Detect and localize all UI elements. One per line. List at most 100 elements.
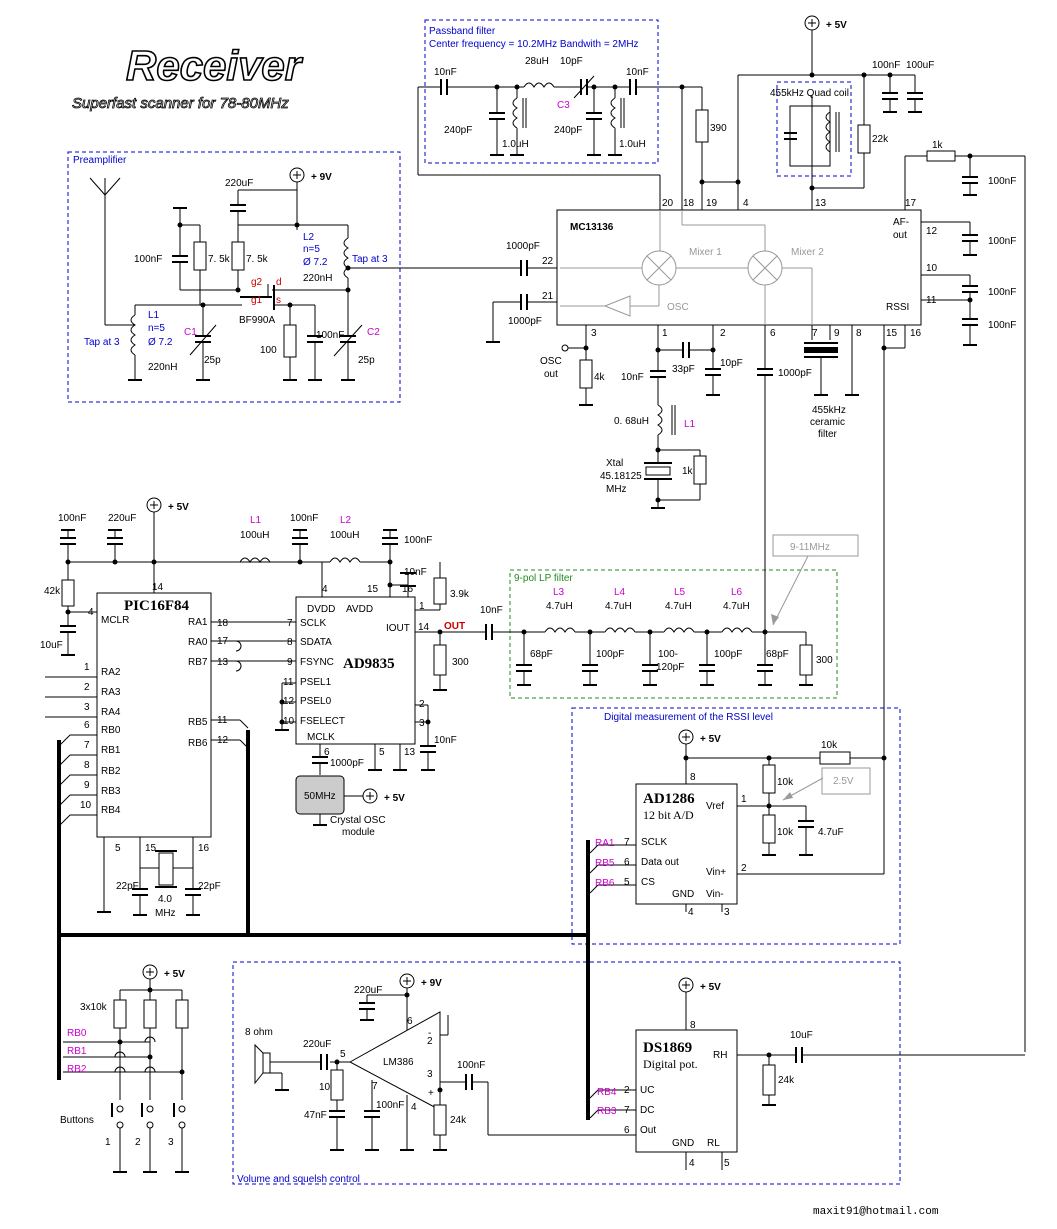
rssi-label: Digital measurement of the RSSI level — [604, 712, 773, 723]
label-dia-l2: Ø 7.2 — [303, 257, 328, 268]
svg-text:RB5: RB5 — [188, 717, 208, 728]
svg-text:3: 3 — [427, 1069, 433, 1080]
svg-text:4: 4 — [688, 907, 694, 918]
svg-text:RA0: RA0 — [188, 637, 208, 648]
svg-text:+ 5V: + 5V — [700, 734, 721, 745]
cap-100p-1: 100pF — [596, 649, 624, 660]
svg-text:RB4: RB4 — [101, 805, 121, 816]
volume-label: Volume and squelsh control — [237, 1174, 360, 1185]
cap-10p-pb: 10pF — [560, 56, 583, 67]
svg-text:18: 18 — [683, 198, 695, 209]
svg-text:CS: CS — [641, 877, 655, 888]
cap-10n-ad2: 10nF — [434, 735, 457, 746]
svg-text:RH: RH — [713, 1050, 727, 1061]
title-logo: Receiver — [126, 42, 304, 89]
cap-47u: 4.7uF — [818, 827, 844, 838]
res-3k9: 3.9k — [450, 589, 470, 600]
res-7k5-2: 7. 5k — [246, 254, 269, 265]
svg-text:Data out: Data out — [641, 857, 679, 868]
button-2[interactable]: 2 — [135, 1137, 141, 1148]
svg-text:20: 20 — [662, 198, 674, 209]
label-out: OUT — [444, 621, 465, 632]
cap-10p-osc: 10pF — [720, 358, 743, 369]
supply-5v-pic: + 5V — [146, 497, 189, 513]
label-rb6: RB6 — [595, 878, 615, 889]
svg-text:5: 5 — [115, 843, 121, 854]
cap-1000p-21: 1000pF — [508, 316, 542, 327]
ad1286-wiring — [589, 744, 887, 912]
label-g2: g2 — [251, 277, 263, 288]
cap-68p-2: 68pF — [766, 649, 789, 660]
passband-filter — [417, 75, 685, 210]
ic-lm386-name: LM386 — [383, 1057, 414, 1068]
label-c3: C3 — [557, 100, 570, 111]
svg-text:8: 8 — [84, 760, 90, 771]
cap-10n-pb1: 10nF — [434, 67, 457, 78]
label-ceramic-3: filter — [818, 429, 838, 440]
label-n5-l1: n=5 — [148, 323, 165, 334]
ic-ad9835 — [295, 596, 416, 745]
label-bf990a: BF990A — [239, 315, 275, 326]
lp-filter-circuit — [485, 555, 813, 686]
cap-1000p-22: 1000pF — [506, 241, 540, 252]
svg-text:3: 3 — [591, 328, 597, 339]
label-l1-supply: L1 — [250, 515, 262, 526]
label-l2-supply: L2 — [340, 515, 352, 526]
svg-text:5: 5 — [340, 1049, 346, 1060]
cap-22p-1: 22pF — [116, 881, 139, 892]
cap-100p-2: 100pF — [714, 649, 742, 660]
svg-text:RB7: RB7 — [188, 657, 208, 668]
svg-text:16: 16 — [402, 584, 414, 595]
svg-text:+ 5V: + 5V — [164, 969, 185, 980]
ad9835-wiring — [275, 562, 485, 826]
svg-text:FSELECT: FSELECT — [300, 716, 345, 727]
ind-47u-l3: 4.7uH — [546, 601, 573, 612]
supply-5v-adc: + 5V — [678, 729, 721, 745]
label-50mhz: 50MHz — [304, 791, 336, 802]
ic-ad1286-name: AD1286 — [643, 791, 695, 807]
svg-text:2: 2 — [741, 863, 747, 874]
svg-text:10: 10 — [80, 800, 92, 811]
label-af: AF- — [893, 217, 909, 228]
ind-220n-l2: 220nH — [303, 273, 332, 284]
mc13136-mixers — [560, 210, 813, 325]
svg-text:4: 4 — [689, 1158, 695, 1169]
data-bus — [57, 730, 590, 1120]
svg-text:15: 15 — [367, 584, 379, 595]
cap-220u-pre: 220uF — [225, 178, 253, 189]
res-300-2: 300 — [816, 655, 833, 666]
cap-220u-lm: 220uF — [354, 985, 382, 996]
svg-text:+ 5V: + 5V — [168, 502, 189, 513]
preamp-label: Preamplifier — [73, 155, 127, 166]
res-300-1: 300 — [452, 657, 469, 668]
svg-text:1: 1 — [419, 601, 425, 612]
svg-text:-: - — [428, 1028, 431, 1039]
svg-text:18: 18 — [217, 618, 229, 629]
cap-100u-top: 100uF — [906, 60, 934, 71]
mc13136-left — [348, 260, 773, 632]
svg-text:RB6: RB6 — [188, 738, 208, 749]
author-email: maxit91@hotmail.com — [813, 1206, 939, 1218]
pic-wiring — [60, 512, 416, 916]
svg-text:4: 4 — [322, 584, 328, 595]
cap-100n-pic1: 100nF — [58, 513, 86, 524]
supply-5v-osc: + 5V — [362, 788, 405, 804]
label-xtal-2: 45.18125 — [600, 471, 642, 482]
ic-lm386 — [348, 1011, 441, 1111]
res-24k-pot: 24k — [778, 1075, 795, 1086]
svg-text:IOUT: IOUT — [386, 623, 410, 634]
button-1[interactable]: 1 — [105, 1137, 111, 1148]
button-circuit — [63, 979, 189, 1173]
label-ra1: RA1 — [595, 838, 615, 849]
cap-25p-c2: 25p — [358, 355, 375, 366]
svg-text:4: 4 — [743, 198, 749, 209]
svg-text:7: 7 — [372, 1081, 378, 1092]
label-c1: C1 — [184, 327, 197, 338]
button-3[interactable]: 3 — [168, 1137, 174, 1148]
cap-100n-lm: 100nF — [376, 1100, 404, 1111]
svg-text:PSEL1: PSEL1 — [300, 677, 332, 688]
svg-text:+ 9V: + 9V — [311, 172, 332, 183]
passband-label-2: Center frequency = 10.2MHz Bandwith = 2M… — [429, 39, 639, 50]
svg-text:DVDD: DVDD — [307, 604, 335, 615]
